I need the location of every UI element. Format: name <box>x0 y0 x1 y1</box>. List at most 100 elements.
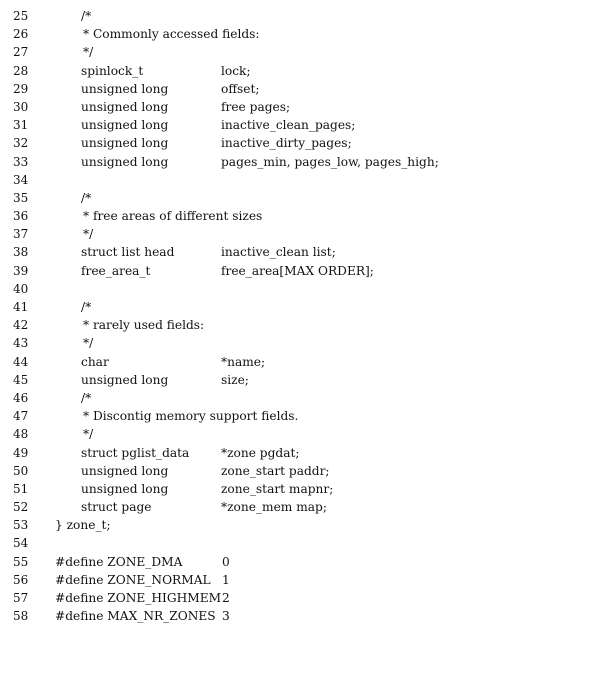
code-line: 27 */ <box>0 43 590 61</box>
code-listing: 25 /* 26 * Commonly accessed fields: 27 … <box>0 7 590 625</box>
code-line: 48 */ <box>0 425 590 443</box>
field-type: unsigned long <box>81 481 169 496</box>
code-line: 25 /* <box>0 7 590 25</box>
code-line: 44 char *name; <box>0 353 590 371</box>
comment-open: /* <box>81 9 92 23</box>
field-name: *zone pgdat; <box>221 445 300 460</box>
code-line: 38 struct list head inactive_clean list; <box>0 243 590 261</box>
field-type: struct page <box>81 500 152 515</box>
code-line: 51 unsigned long zone_start mapnr; <box>0 480 590 498</box>
code-line: 37 */ <box>0 225 590 243</box>
field-type: unsigned long <box>81 372 169 387</box>
comment-text: * rarely used fields: <box>83 318 205 333</box>
field-name: free pages; <box>221 99 291 114</box>
line-number: 25 <box>13 9 29 23</box>
code-line: 54 <box>0 534 590 552</box>
code-line: 29 unsigned long offset; <box>0 80 590 98</box>
code-line: 40 <box>0 280 590 298</box>
line-number: 46 <box>13 390 29 405</box>
line-number: 54 <box>13 536 29 551</box>
field-type: free_area_t <box>81 263 151 278</box>
struct-close: } zone_t; <box>55 518 111 533</box>
code-line: 47 * Discontig memory support fields. <box>0 407 590 425</box>
code-line: 42 * rarely used fields: <box>0 316 590 334</box>
line-number: 45 <box>13 372 29 387</box>
code-line: 49 struct pglist_data *zone pgdat; <box>0 444 590 462</box>
define-value: 3 <box>222 609 230 624</box>
line-number: 53 <box>13 518 29 533</box>
code-line: 30 unsigned long free pages; <box>0 98 590 116</box>
comment-open: /* <box>81 390 92 405</box>
comment-open: /* <box>81 300 92 314</box>
field-name: inactive_dirty_pages; <box>221 136 352 151</box>
code-line: 58 #define MAX_NR_ZONES 3 <box>0 607 590 625</box>
comment-text: * free areas of different sizes <box>83 209 263 224</box>
field-name: size; <box>221 372 249 387</box>
line-number: 28 <box>13 63 29 78</box>
code-line: 52 struct page *zone_mem map; <box>0 498 590 516</box>
code-line: 39 free_area_t free_area[MAX ORDER]; <box>0 262 590 280</box>
line-number: 37 <box>13 227 29 242</box>
line-number: 38 <box>13 245 29 260</box>
field-name: zone_start mapnr; <box>221 481 334 496</box>
line-number: 40 <box>13 281 29 296</box>
field-name: *zone_mem map; <box>221 500 327 515</box>
field-type: spinlock_t <box>81 63 144 78</box>
comment-close: */ <box>83 45 94 60</box>
line-number: 39 <box>13 263 29 278</box>
line-number: 56 <box>13 572 29 587</box>
field-name: inactive_clean_pages; <box>221 118 356 133</box>
line-number: 31 <box>13 118 29 133</box>
line-number: 58 <box>13 609 29 624</box>
line-number: 34 <box>13 172 29 187</box>
code-line: 28 spinlock_t lock; <box>0 62 590 80</box>
field-type: struct pglist_data <box>81 445 190 460</box>
field-type: unsigned long <box>81 463 169 478</box>
field-name: free_area[MAX ORDER]; <box>221 263 374 278</box>
line-number: 51 <box>13 481 29 496</box>
line-number: 27 <box>13 45 29 60</box>
field-type: char <box>81 354 109 369</box>
define-directive: #define MAX_NR_ZONES <box>55 609 216 624</box>
line-number: 44 <box>13 354 29 369</box>
line-number: 49 <box>13 445 29 460</box>
code-line: 56 #define ZONE_NORMAL 1 <box>0 571 590 589</box>
field-type: unsigned long <box>81 154 169 169</box>
field-type: unsigned long <box>81 99 169 114</box>
comment-text: * Discontig memory support fields. <box>83 409 299 424</box>
code-line: 26 * Commonly accessed fields: <box>0 25 590 43</box>
define-value: 1 <box>222 572 230 587</box>
line-number: 52 <box>13 500 29 515</box>
define-directive: #define ZONE_DMA <box>55 554 183 569</box>
field-type: struct list head <box>81 245 175 260</box>
comment-open: /* <box>81 190 92 205</box>
line-number: 26 <box>13 27 29 42</box>
line-number: 55 <box>13 554 29 569</box>
code-line: 57 #define ZONE_HIGHMEM 2 <box>0 589 590 607</box>
line-number: 57 <box>13 591 29 605</box>
comment-close: */ <box>83 336 94 351</box>
field-type: unsigned long <box>81 136 169 151</box>
field-type: unsigned long <box>81 118 169 133</box>
code-line: 43 */ <box>0 334 590 352</box>
code-line: 41 /* <box>0 298 590 316</box>
code-line: 53 } zone_t; <box>0 516 590 534</box>
define-directive: #define ZONE_HIGHMEM <box>55 591 222 605</box>
line-number: 33 <box>13 154 29 169</box>
code-line: 35 /* <box>0 189 590 207</box>
code-line: 32 unsigned long inactive_dirty_pages; <box>0 134 590 152</box>
line-number: 47 <box>13 409 29 424</box>
code-line: 45 unsigned long size; <box>0 371 590 389</box>
comment-text: * Commonly accessed fields: <box>83 27 260 42</box>
define-directive: #define ZONE_NORMAL <box>55 572 211 587</box>
code-line: 46 /* <box>0 389 590 407</box>
line-number: 36 <box>13 209 29 224</box>
field-name: lock; <box>221 63 251 78</box>
field-type: unsigned long <box>81 81 169 96</box>
field-name: offset; <box>221 81 260 96</box>
line-number: 42 <box>13 318 29 333</box>
line-number: 29 <box>13 81 29 96</box>
line-number: 35 <box>13 190 29 205</box>
code-line: 50 unsigned long zone_start paddr; <box>0 462 590 480</box>
code-line: 34 <box>0 171 590 189</box>
